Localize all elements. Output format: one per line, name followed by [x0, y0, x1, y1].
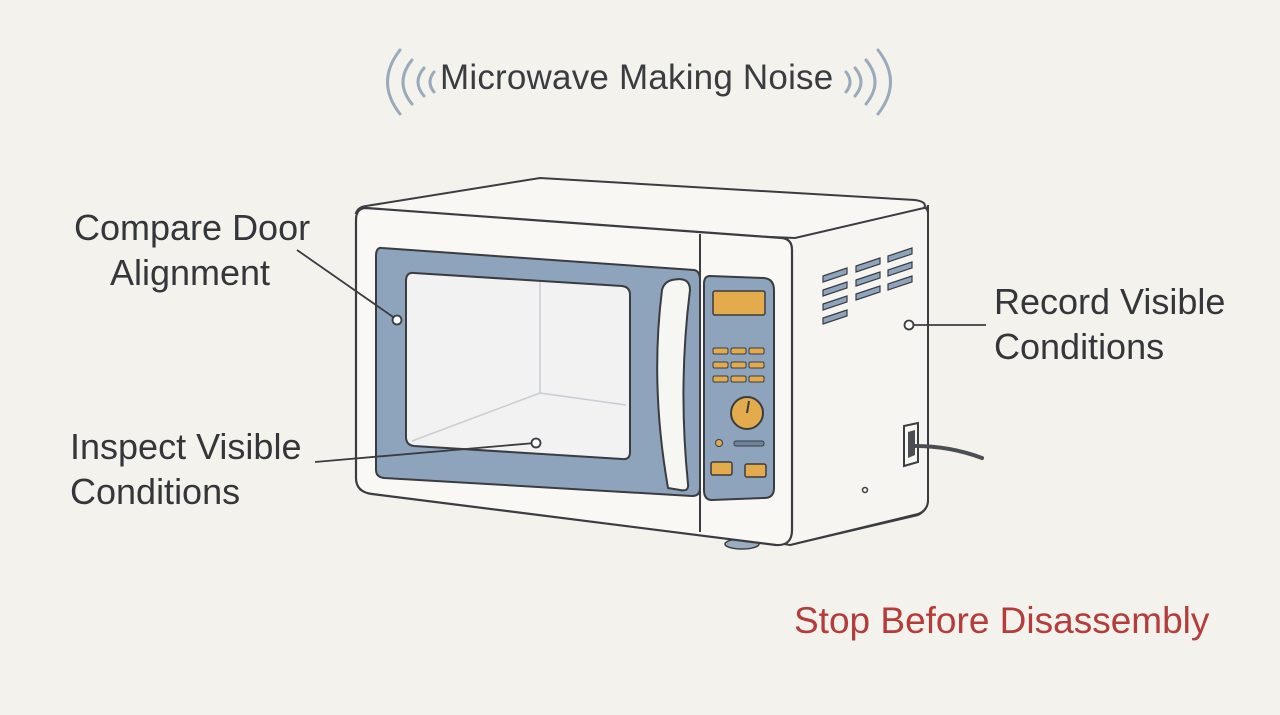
callout-door-alignment: Compare Door Alignment [74, 205, 311, 295]
control-dial-icon[interactable] [730, 396, 764, 430]
microwave-window [405, 271, 631, 461]
callout-door-line1: Compare Door [74, 207, 311, 248]
keypad[interactable] [712, 347, 765, 383]
diagram-title: Microwave Making Noise [440, 58, 834, 97]
side-vents [822, 247, 913, 325]
callout-markers [391, 314, 915, 449]
microwave-top [354, 176, 926, 240]
callout-record-conditions: Record Visible Conditions [994, 279, 1225, 369]
callout-inspect-line1: Inspect Visible [70, 426, 302, 467]
callout-inspect-line2: Conditions [70, 471, 241, 512]
leader-lines [296, 249, 986, 463]
display-screen [712, 290, 766, 316]
stop-button[interactable] [744, 463, 767, 478]
start-button[interactable] [710, 461, 733, 476]
callout-record-line2: Conditions [994, 326, 1165, 367]
stop-warning-label: Stop Before Disassembly [794, 600, 1210, 641]
callout-record-line1: Record Visible [994, 281, 1226, 322]
callout-inspect-conditions: Inspect Visible Conditions [70, 424, 301, 514]
indicator-light [715, 439, 723, 447]
power-plug-icon [903, 421, 984, 468]
sound-wave-right-icon [844, 48, 892, 116]
callout-door-line2: Alignment [109, 252, 271, 293]
sound-wave-left-icon [386, 48, 436, 116]
door-handle[interactable] [656, 278, 692, 492]
